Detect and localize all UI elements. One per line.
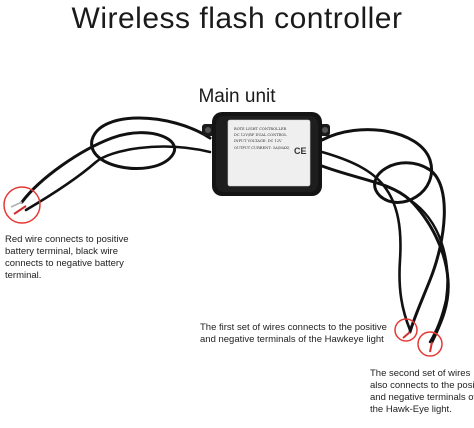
- wire-ends: [10, 201, 433, 353]
- highlight-circle-first-set: [394, 318, 418, 342]
- highlight-circle-red-wire: [3, 186, 41, 224]
- highlight-circles: [3, 186, 443, 357]
- device-label-line: DC 12V/RF DUAL CONTROL: [234, 133, 287, 138]
- page-title: Wireless flash controller: [71, 2, 403, 35]
- red-wire-end-second: [429, 341, 433, 353]
- highlight-circle-second-set: [417, 331, 443, 357]
- black-wire-end-left: [10, 201, 23, 208]
- device-label-sticker: [227, 119, 311, 187]
- second-set-note: The second set of wires also connects to…: [370, 368, 474, 415]
- device-label-text: BOTE LIGHT CONTROLLER DC 12V/RF DUAL CON…: [234, 126, 294, 182]
- device-label-line: INPUT VOLTAGE: DC 12V: [234, 139, 282, 144]
- ce-mark: CE: [294, 146, 307, 156]
- main-unit-label: Main unit: [198, 86, 276, 107]
- device-label-line: BOTE LIGHT CONTROLLER: [234, 127, 287, 131]
- first-set-note: The first set of wires connects to the p…: [200, 322, 387, 345]
- red-wire-note: Red wire connects to positive battery te…: [5, 234, 129, 281]
- device-label-line: OUTPUT CURRENT: 5A(MAX): [234, 145, 290, 150]
- red-wire-end-first: [402, 331, 411, 339]
- red-wire-end-left: [13, 205, 27, 215]
- main-unit: [202, 112, 330, 196]
- cables: [20, 116, 450, 344]
